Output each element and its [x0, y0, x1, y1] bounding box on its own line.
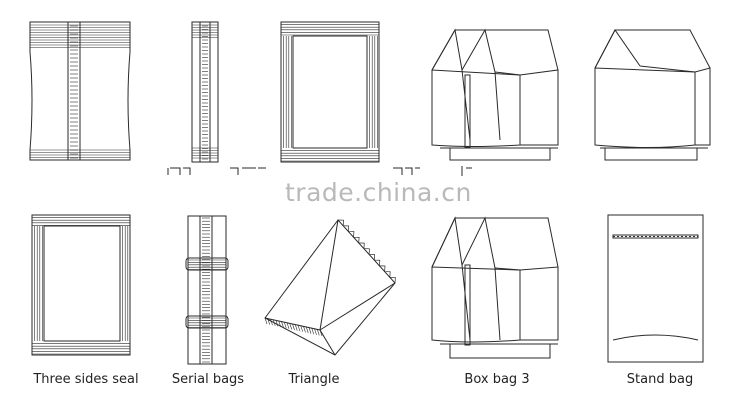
label-three-sides-seal: Three sides seal [33, 372, 139, 387]
label-triangle: Triangle [288, 372, 340, 387]
watermark-text: trade.china.cn [285, 178, 472, 207]
label-serial-bags: Serial bags [171, 372, 245, 387]
triangle-bag [265, 220, 395, 355]
stand-bag [608, 215, 703, 362]
box-bag-top [595, 30, 710, 160]
box-bag-3 [432, 218, 558, 358]
label-box-bag-3: Box bag 3 [464, 372, 530, 387]
stick-bag [192, 22, 218, 162]
pillow-bag [30, 22, 130, 160]
box-bag-seal-top [432, 30, 558, 160]
cut-marks [168, 166, 472, 176]
four-side-seal-bag [281, 22, 379, 162]
serial-bags [186, 216, 228, 364]
three-sides-seal-bag [32, 215, 130, 355]
label-stand-bag: Stand bag [626, 372, 694, 387]
